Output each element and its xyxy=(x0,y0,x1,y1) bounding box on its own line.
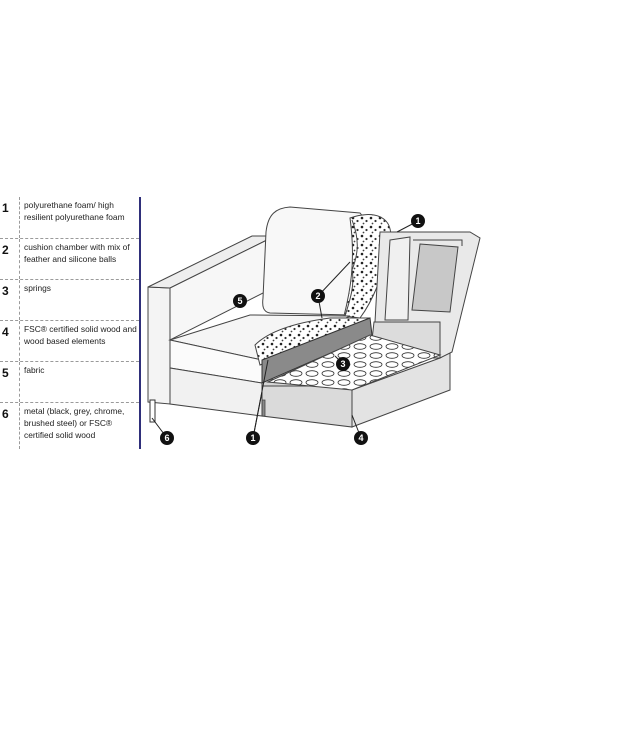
foam-block-cutaway xyxy=(261,317,373,384)
legend-number: 4 xyxy=(2,321,20,361)
legend-number: 5 xyxy=(2,362,20,402)
legend-number: 2 xyxy=(2,239,20,279)
legend-text: polyurethane foam/ high resilient polyur… xyxy=(24,200,125,222)
legend-row-2: 2 cushion chamber with mix of feather an… xyxy=(0,239,139,280)
callout-1-bottom: 1 xyxy=(246,431,260,445)
callout-3: 3 xyxy=(336,357,350,371)
svg-text:1: 1 xyxy=(250,433,255,443)
legend-text: fabric xyxy=(24,365,45,375)
svg-text:5: 5 xyxy=(237,296,242,306)
callout-2: 2 xyxy=(311,289,325,303)
legend-row-4: 4 FSC® certified solid wood and wood bas… xyxy=(0,321,139,362)
materials-legend: 1 polyurethane foam/ high resilient poly… xyxy=(0,197,141,449)
sofa-right-frame xyxy=(369,231,481,359)
seat-cushion xyxy=(168,314,373,417)
legend-number: 3 xyxy=(2,280,20,320)
callout-6: 6 xyxy=(160,431,174,445)
legend-text: metal (black, grey, chrome, brushed stee… xyxy=(24,406,125,440)
callout-4: 4 xyxy=(354,431,368,445)
svg-text:6: 6 xyxy=(164,433,169,443)
spring-platform xyxy=(266,334,442,391)
svg-text:1: 1 xyxy=(415,216,420,226)
back-cushion xyxy=(262,206,392,319)
legend-text: springs xyxy=(24,283,51,293)
legend-text: cushion chamber with mix of feather and … xyxy=(24,242,130,264)
callout-5: 5 xyxy=(233,294,247,308)
legend-row-6: 6 metal (black, grey, chrome, brushed st… xyxy=(0,403,139,449)
feather-filling-section xyxy=(343,214,392,319)
legend-text: FSC® certified solid wood and wood based… xyxy=(24,324,137,346)
callout-1-top: 1 xyxy=(411,214,425,228)
sofa-left-arm xyxy=(147,235,276,423)
legend-number: 6 xyxy=(2,403,20,449)
svg-text:2: 2 xyxy=(315,291,320,301)
sofa-leg xyxy=(149,399,156,423)
svg-text:3: 3 xyxy=(340,359,345,369)
legend-row-5: 5 fabric xyxy=(0,362,139,403)
callout-leaders xyxy=(151,220,419,439)
legend-row-1: 1 polyurethane foam/ high resilient poly… xyxy=(0,197,139,239)
legend-row-3: 3 springs xyxy=(0,280,139,321)
legend-number: 1 xyxy=(2,197,20,238)
svg-text:4: 4 xyxy=(358,433,363,443)
